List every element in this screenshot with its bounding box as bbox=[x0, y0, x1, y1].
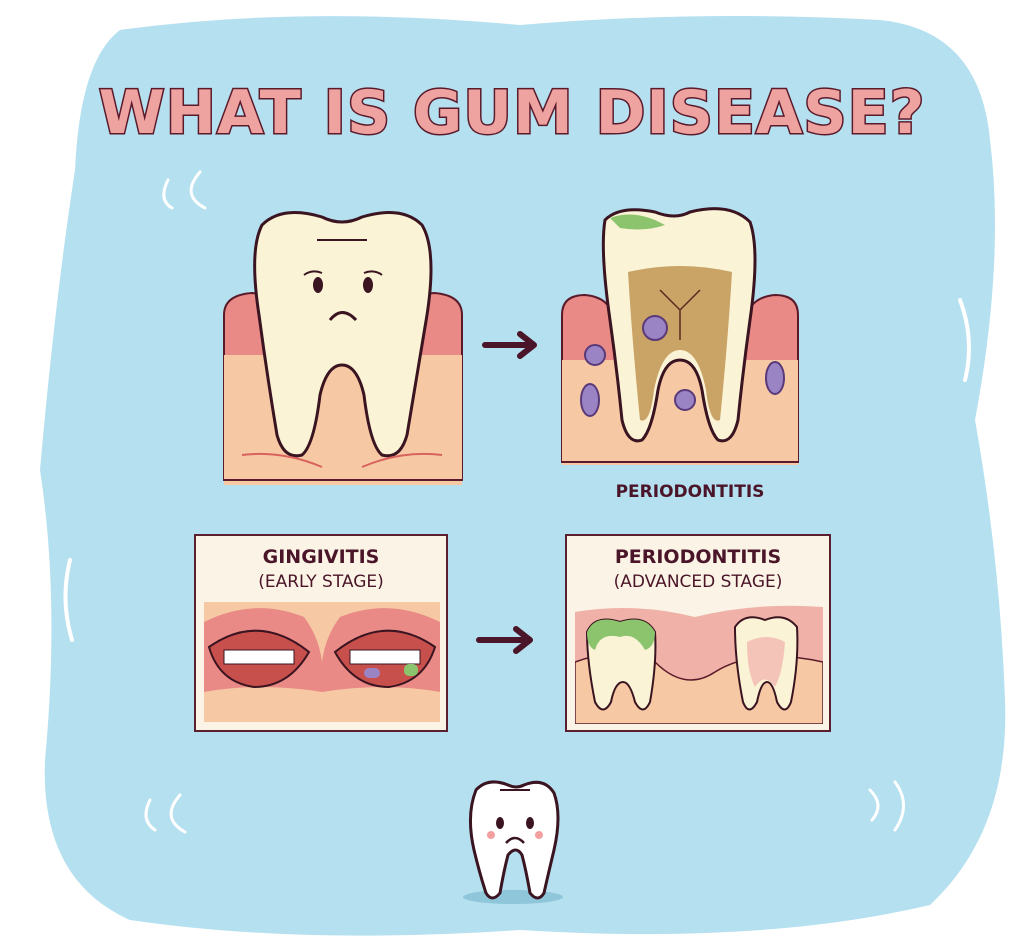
periodontitis-panel: PERIODONTITIS (ADVANCED STAGE) bbox=[565, 534, 831, 732]
receding-gums-illustration bbox=[575, 605, 823, 724]
periodontitis-title: PERIODONTITIS bbox=[614, 546, 782, 568]
gingivitis-title: GINGIVITIS bbox=[262, 546, 380, 568]
healthy-sad-tooth-illustration bbox=[223, 211, 463, 485]
decayed-tooth-illustration bbox=[561, 207, 799, 465]
periodontitis-caption: PERIODONTITIS bbox=[615, 482, 765, 502]
periodontitis-subtitle: (ADVANCED STAGE) bbox=[613, 572, 783, 592]
page-title: WHAT IS GUM DISEASE? bbox=[97, 77, 926, 150]
inflamed-gums-illustration bbox=[204, 602, 440, 722]
sad-tooth-mascot bbox=[463, 780, 563, 904]
arrow-right-icon bbox=[476, 626, 533, 654]
gingivitis-panel: GINGIVITIS (EARLY STAGE) bbox=[194, 534, 448, 732]
gingivitis-subtitle: (EARLY STAGE) bbox=[258, 572, 384, 592]
arrow-right-icon bbox=[482, 331, 537, 359]
